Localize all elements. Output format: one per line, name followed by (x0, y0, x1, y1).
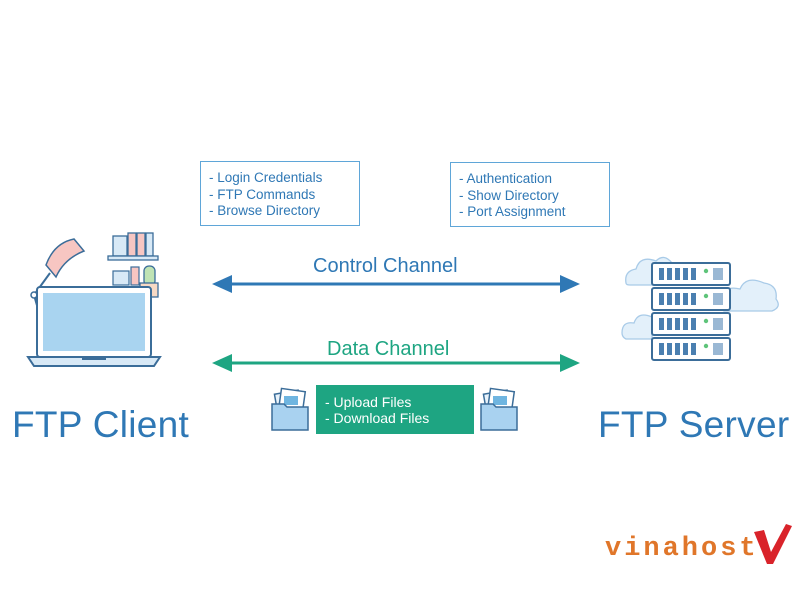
server-rack-icon (651, 262, 731, 361)
laptop-icon (26, 286, 162, 367)
data-channel-label: Data Channel (327, 338, 450, 360)
data-file-line: - Download Files (325, 410, 430, 426)
data-channel-arrow (212, 354, 580, 372)
client-info-line: - FTP Commands (209, 186, 316, 202)
client-info-line: - Login Credentials (209, 170, 323, 185)
server-illustration (621, 256, 779, 361)
folder-icon (480, 387, 518, 431)
server-info-box: - Authentication - Show Directory - Port… (450, 162, 610, 227)
client-info-line: - Browse Directory (209, 203, 321, 218)
vinahost-logo: vinahost. (605, 534, 778, 564)
bookshelf-icon (107, 232, 159, 261)
folder-icon (271, 387, 309, 431)
client-info-box: - Login Credentials - FTP Commands - Bro… (200, 161, 360, 226)
checkmark-icon (754, 524, 792, 564)
server-info-line: - Authentication (459, 171, 553, 186)
server-info-line: - Show Directory (459, 187, 559, 203)
client-illustration (26, 232, 162, 367)
ftp-server-label: FTP Server (598, 404, 790, 445)
server-info-line: - Port Assignment (459, 204, 566, 219)
control-channel-label: Control Channel (313, 255, 458, 277)
control-channel-arrow (212, 275, 580, 293)
ftp-client-label: FTP Client (12, 404, 190, 445)
data-files-box: - Upload Files - Download Files (316, 385, 474, 434)
data-file-line: - Upload Files (325, 394, 412, 410)
